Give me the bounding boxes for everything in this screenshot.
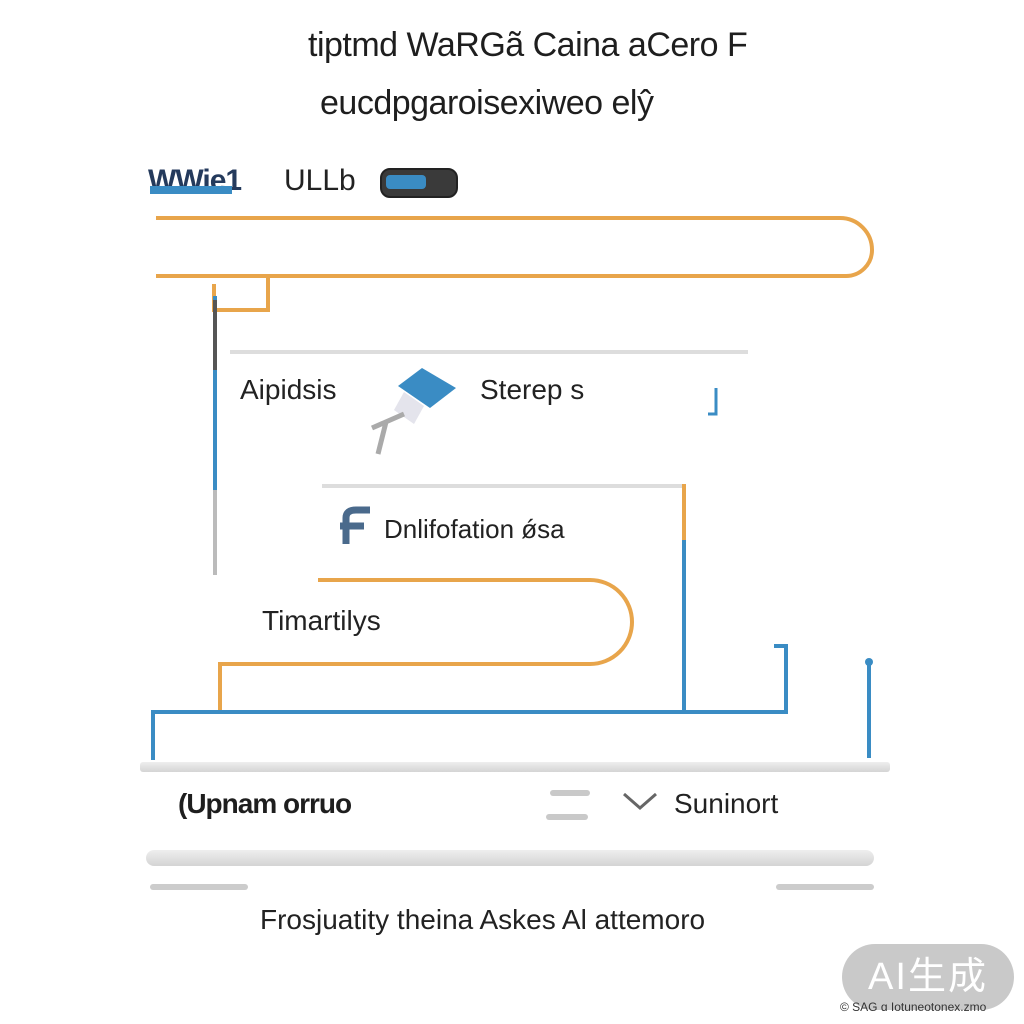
header-toggle-fill	[386, 175, 426, 189]
bottom-blue-bracket	[151, 644, 788, 760]
f-letter-icon	[336, 504, 380, 548]
bottom-right-label: Suninort	[674, 788, 779, 819]
header-left-underline	[150, 186, 232, 194]
node-1-box-top	[230, 350, 748, 354]
bar-bracket	[212, 278, 270, 312]
node-1-label: Aipidsis	[240, 374, 337, 405]
tag-icon	[364, 362, 464, 462]
menu-lines-icon[interactable]	[546, 786, 594, 826]
bottom-left-label: (Upnam orruo	[178, 788, 352, 819]
node-4-orange-shape	[218, 578, 634, 712]
divider-bottom	[146, 850, 874, 866]
copyright-text: © SAG ɑ Iotuneotonex.zmo	[840, 1000, 987, 1014]
diagram-title-line2: eucdpgaroisexiweo elŷ	[320, 84, 654, 122]
header-mid-label: ULLb	[284, 164, 356, 197]
footer-text: Frosjuatity theina Askes Al attemoro	[260, 904, 706, 935]
divider-top	[140, 762, 890, 772]
node-2-label: Sterep s	[480, 374, 585, 405]
top-orange-bar	[156, 216, 875, 278]
header-toggle[interactable]	[380, 168, 458, 198]
chevron-down-icon[interactable]	[620, 788, 660, 814]
ai-generated-badge: AI生成	[842, 944, 1014, 1010]
right-blue-pin-head	[865, 658, 873, 666]
divider-left-stub	[150, 884, 248, 890]
node-3-box-top	[322, 484, 684, 488]
right-hook	[708, 388, 718, 416]
node-3-label: Dnlifofation ǿsa	[384, 514, 565, 544]
divider-right-stub	[776, 884, 874, 890]
diagram-title-line1: tiptmd WaRGã Caina aCero F	[308, 26, 748, 64]
node-4-label: Timartilys	[262, 605, 381, 636]
